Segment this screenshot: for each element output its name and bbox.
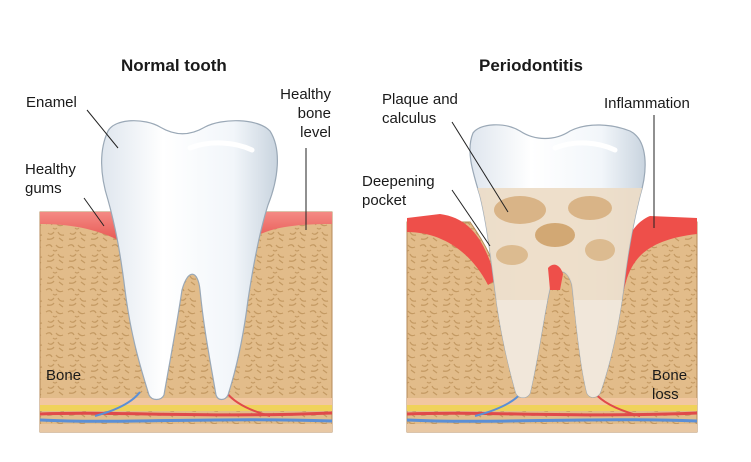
inflamed-gums-left [407, 214, 496, 285]
root-nerve-left-normal [94, 391, 141, 417]
pocket-red [548, 264, 563, 290]
healthy-gums-label: Healthy gums [25, 161, 76, 197]
inflammation-label: Inflammation [604, 95, 690, 112]
enamel-label: Enamel [26, 94, 77, 111]
inflamed-gums-right [612, 216, 697, 290]
healthy-bone-level-label: Healthy bone level [280, 86, 331, 141]
root-nerve-right-normal [225, 391, 271, 417]
blue-vessel-periodontitis [406, 418, 698, 423]
healthy-gums-normal [40, 212, 122, 240]
periodontitis-title: Periodontitis [479, 56, 583, 75]
bottom-edge-normal [40, 424, 332, 432]
bottom-edge-periodontitis [407, 424, 697, 432]
enamel-highlight [187, 140, 255, 153]
bone-loss-label: Bone loss [652, 367, 688, 403]
normal-tooth-title: Normal tooth [121, 56, 227, 75]
red-vessel-periodontitis [406, 411, 698, 417]
yellow-layer-normal [40, 405, 332, 411]
healthy-gums-leader [83, 197, 105, 227]
deepening-pocket-leader [451, 189, 491, 247]
plaque-and-calculus-label: Plaque and calculus [382, 91, 458, 127]
enamel-leader [86, 109, 119, 149]
deepening-pocket-label: Deepening pocket [362, 173, 435, 209]
periosteum-layer-periodontitis [407, 398, 697, 408]
plaque-leader [451, 121, 509, 213]
normal-tooth [101, 120, 278, 401]
bone-label: Bone [46, 367, 82, 384]
periosteum-layer-normal [40, 398, 332, 408]
normal-tooth-panel [39, 109, 333, 433]
healthy-gums-normal-right [250, 212, 332, 240]
yellow-layer-periodontitis [407, 405, 697, 411]
enamel-highlight-periodontitis [552, 140, 618, 153]
blue-vessel-normal [39, 418, 333, 423]
periodontitis-panel [406, 115, 698, 433]
red-vessel-normal [39, 411, 333, 417]
